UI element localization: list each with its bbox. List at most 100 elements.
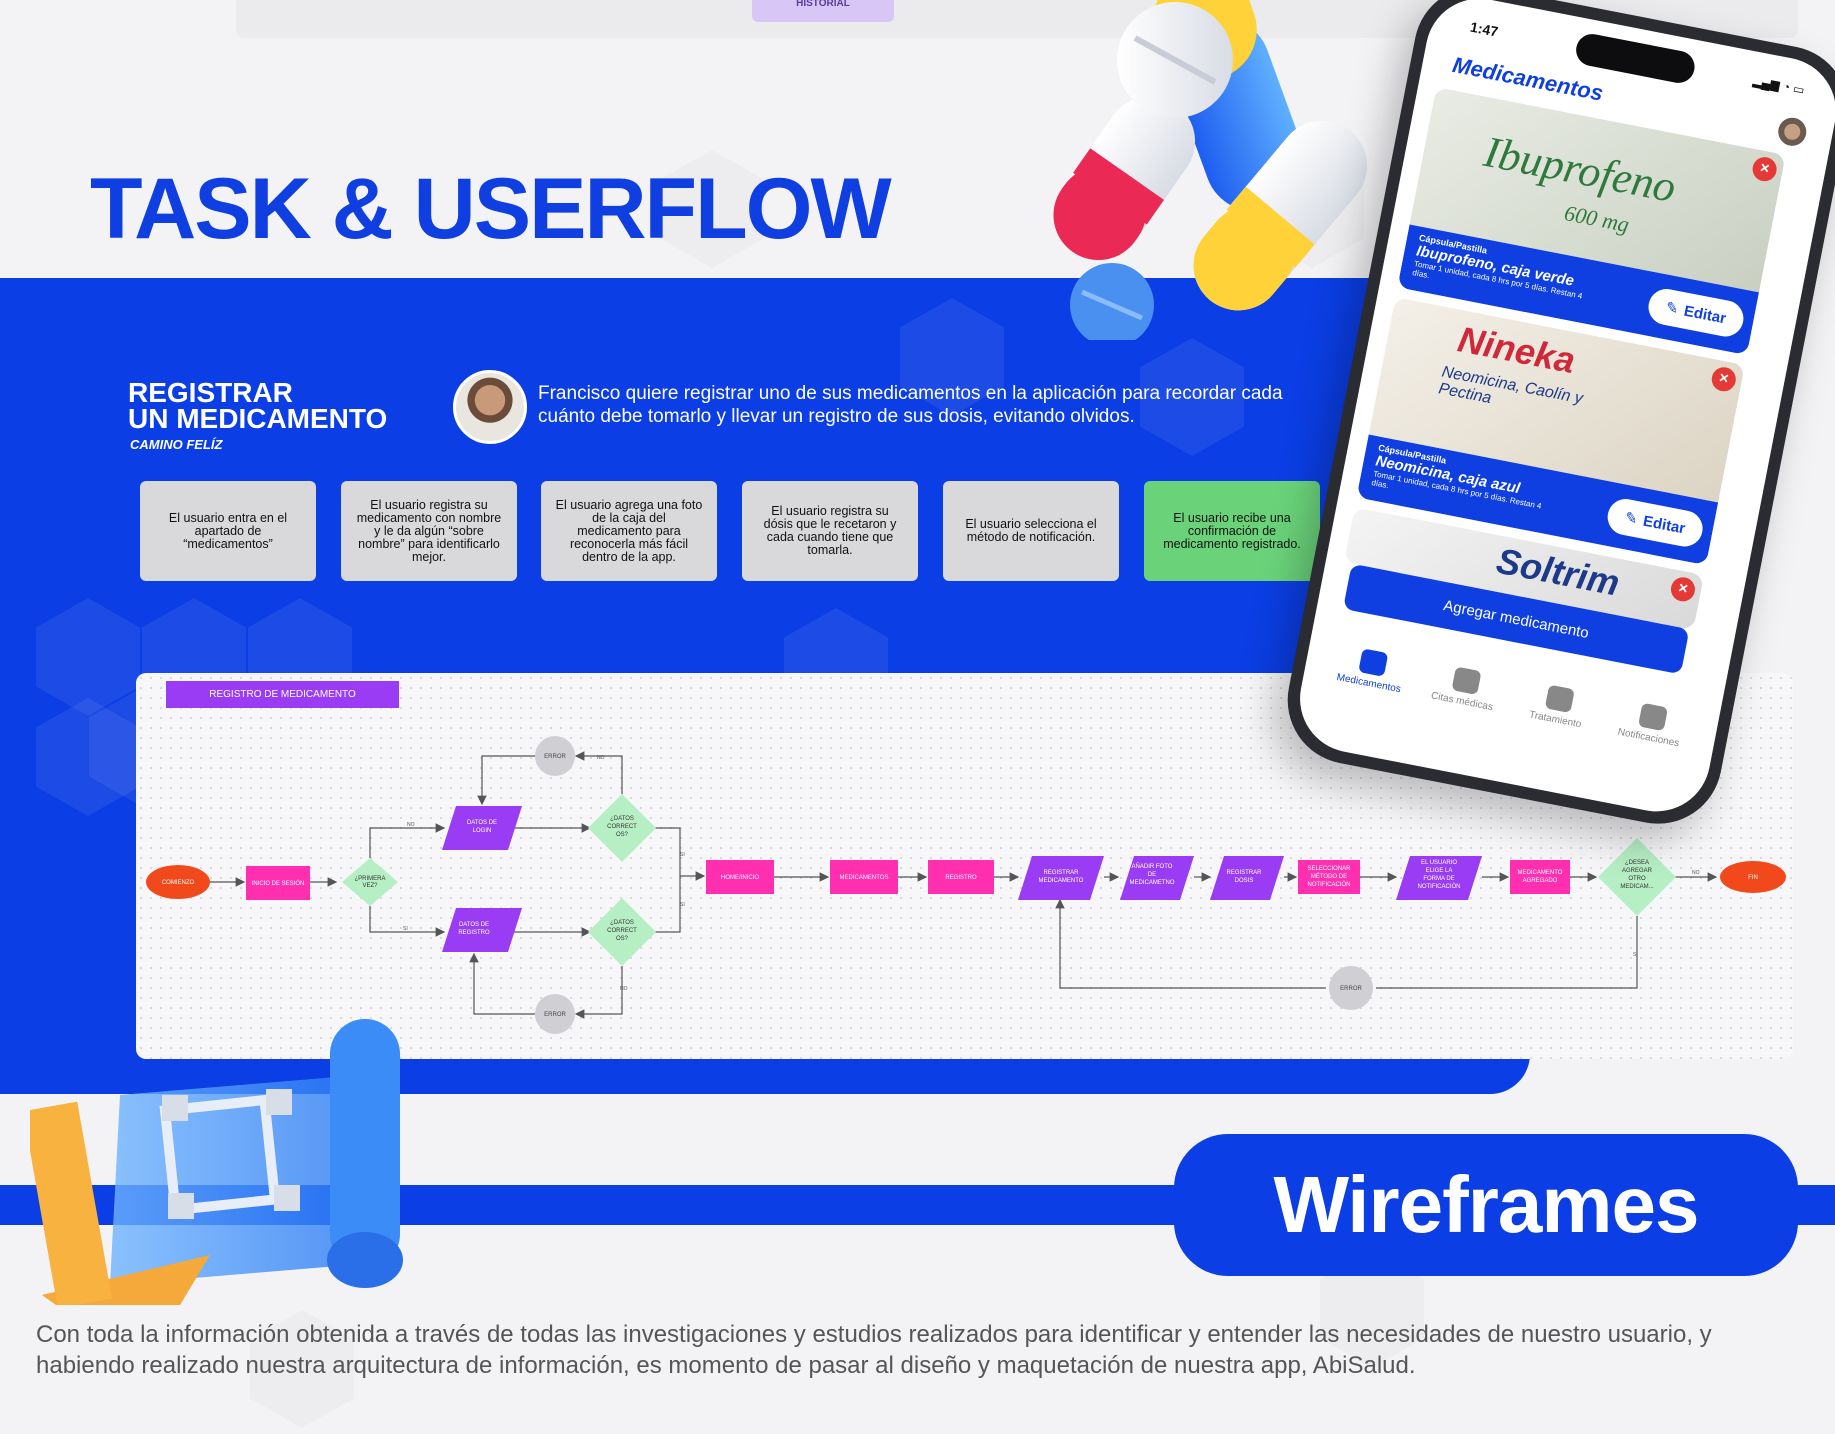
- flow-edge: [369, 906, 446, 937]
- clipboard-icon: [1451, 665, 1482, 695]
- node-med-added: [1510, 860, 1570, 894]
- tab-notificaciones[interactable]: Notificaciones: [1608, 697, 1694, 751]
- task-step: El usuario registra su medicamento con n…: [341, 481, 517, 581]
- node-end-label: FIN: [1748, 875, 1758, 881]
- node-register-data: [442, 908, 522, 952]
- persona-avatar: [453, 370, 527, 444]
- med-photo-dose: 600 mg: [1562, 200, 1632, 238]
- node-registro: [928, 860, 994, 894]
- task-step: El usuario agrega una foto de la caja de…: [541, 481, 717, 581]
- node-error-label: ERROR: [544, 1012, 566, 1018]
- tab-medicamentos[interactable]: Medicamentos: [1328, 643, 1414, 697]
- node-add-photo: [1120, 856, 1194, 900]
- node-login: [246, 866, 310, 900]
- edge-label-no: NO: [620, 986, 628, 992]
- node-decision-login: [588, 794, 656, 862]
- historial-tag: HISTORIAL: [752, 0, 894, 22]
- node-error: [535, 736, 575, 776]
- node-login-data: [442, 806, 522, 850]
- pencil-icon: ✎: [1623, 509, 1640, 529]
- task-step: El usuario selecciona el método de notif…: [943, 481, 1119, 581]
- tab-citas[interactable]: Citas médicas: [1422, 661, 1508, 715]
- med-photo-name: Ibuprofeno: [1480, 126, 1680, 213]
- tab-label: Citas médicas: [1430, 689, 1494, 713]
- page-title: TASK & USERFLOW: [90, 161, 892, 257]
- edge-label-no: NO: [1692, 870, 1700, 876]
- status-icons: ▂▄▆ ◔ ▭: [1751, 73, 1806, 98]
- node-medicamentos-label: MEDICAMENTOS: [840, 875, 889, 881]
- flow-label: REGISTRO DE MEDICAMENTO: [166, 681, 399, 708]
- tab-tratamiento[interactable]: Tratamiento: [1515, 679, 1601, 733]
- task-subtitle: CAMINO FELÍZ: [130, 437, 223, 452]
- user-avatar[interactable]: [1775, 115, 1809, 149]
- tab-label: Medicamentos: [1335, 671, 1402, 695]
- edit-button-label: Editar: [1682, 302, 1728, 327]
- bg-hex: [36, 598, 140, 716]
- edge-labels: NO SI NO NO SI SI NO SI: [403, 755, 1700, 992]
- node-register-med: [1018, 856, 1104, 900]
- node-decision-another: [1598, 838, 1676, 916]
- bg-hex: [1140, 338, 1244, 456]
- wireframes-description: Con toda la información obtenida a travé…: [36, 1321, 1712, 1379]
- node-error: [535, 994, 575, 1034]
- node-select-method: [1298, 860, 1360, 894]
- bell-icon: [1637, 702, 1668, 731]
- blueprint-illustration: [30, 1019, 403, 1305]
- pills-illustration: [1053, 0, 1368, 340]
- flow-edge: [1055, 898, 1326, 989]
- edge-label-no: NO: [597, 755, 605, 761]
- node-decision-register: [588, 898, 656, 966]
- tab-label: Notificaciones: [1616, 726, 1681, 749]
- node-error-label: ERROR: [544, 754, 566, 760]
- pencil-icon: ✎: [1664, 299, 1680, 319]
- flow-edge: [477, 755, 536, 806]
- flow-edge: [369, 823, 446, 858]
- node-start: [146, 865, 210, 899]
- edge-label-si: SI: [680, 902, 685, 908]
- bg-hex: [36, 698, 140, 816]
- node-login-label: INICIO DE SESIÓN: [252, 880, 305, 887]
- task-step: El usuario entra en el apartado de “medi…: [140, 481, 316, 581]
- pill-icon: [1357, 647, 1388, 677]
- tab-label: Tratamiento: [1528, 708, 1583, 730]
- node-home: [706, 860, 774, 894]
- node-registro-label: REGISTRO: [945, 875, 977, 881]
- node-error: [1329, 966, 1373, 1010]
- edge-label-no: NO: [407, 822, 415, 828]
- medkit-icon: [1544, 683, 1575, 713]
- flow-edge: [655, 876, 681, 933]
- task-step: El usuario registra su dósis que le rece…: [742, 481, 918, 581]
- status-time: 1:47: [1468, 18, 1500, 40]
- node-home-label: HOME/INICIO: [721, 875, 759, 881]
- task-step-final: El usuario recibe una confirmación de me…: [1144, 481, 1320, 581]
- flow-edge: [574, 966, 623, 1019]
- flow-edge: [469, 952, 536, 1015]
- edit-button-label: Editar: [1641, 512, 1687, 537]
- node-register-dose: [1210, 856, 1284, 900]
- task-title: REGISTRAR UN MEDICAMENTO: [128, 377, 388, 434]
- node-decision-first: [342, 858, 398, 906]
- node-medicamentos: [830, 860, 898, 894]
- wireframes-title: Wireframes: [1174, 1134, 1798, 1276]
- phone-notch: [1573, 31, 1698, 86]
- task-description: Francisco quiere registrar uno de sus me…: [538, 383, 1283, 427]
- node-start-label: COMIENZO: [162, 880, 195, 886]
- flow-edge: [1376, 916, 1638, 989]
- node-end: [1720, 861, 1786, 893]
- flow-edge: [655, 827, 706, 881]
- edge-label-si: SI: [1633, 952, 1638, 958]
- flow-edge: [574, 751, 623, 794]
- edge-label-si: SI: [403, 926, 408, 932]
